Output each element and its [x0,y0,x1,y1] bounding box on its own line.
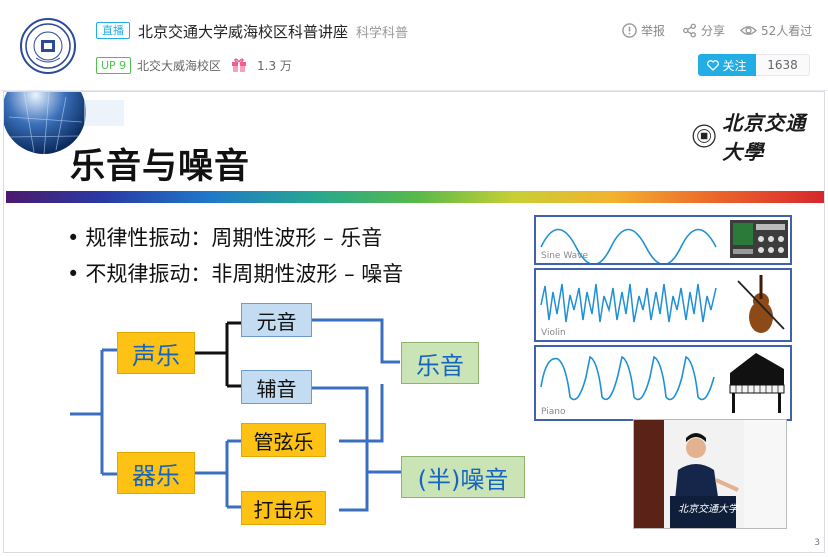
share-button[interactable]: 分享 [682,22,725,39]
violin-icon [737,275,785,333]
live-badge: 直播 [96,22,130,39]
room-title: 北京交通大学威海校区科普讲座 [138,23,349,41]
box-instrumental: 器乐 [117,452,195,494]
streamer-name-link[interactable]: 北交大威海校区 [137,59,222,73]
violin-label: Violin [541,328,566,338]
classification-diagram-lines [70,318,401,512]
violin-wave-graph [540,283,717,323]
warning-icon [622,23,637,38]
follower-count: 1638 [756,54,810,76]
streamer-avatar[interactable] [20,18,76,74]
piano-icon [729,353,785,413]
box-musical-tone: 乐音 [401,342,479,384]
piano-label: Piano [541,407,566,417]
sine-wave-label: Sine Wave [541,251,589,261]
university-logo: 北京交通大學 [692,107,824,165]
podium-text: 北京交通大学 [678,504,738,515]
share-icon [683,23,696,38]
slide-page-number: 3 [814,538,820,548]
piano-wave-panel: Piano [534,345,792,421]
viewers-count: 52人看过 [740,22,812,39]
piano-wave-graph [540,355,715,401]
live-video-player[interactable]: 乐音与噪音 北京交通大學 规律性振动：周期性波形 – 乐音 不规律振动：非周期性… [3,91,825,553]
bullet-periodic: 规律性振动：周期性波形 – 乐音 [67,222,382,252]
box-vocal: 声乐 [117,332,195,374]
heart-icon [707,59,720,71]
share-label: 分享 [701,24,726,38]
bullet-nonperiodic: 不规律振动：非周期性波形 – 噪音 [67,258,403,288]
slide-title: 乐音与噪音 [70,147,251,187]
up-level-badge: UP 9 [96,57,132,74]
sine-wave-panel: Sine Wave [534,215,792,265]
box-percussion: 打击乐 [241,491,326,525]
follow-group: 关注 1638 [698,54,810,76]
report-label: 举报 [641,24,666,38]
university-name: 北京交通大學 [722,111,807,164]
gift-count: 1.3 万 [257,59,292,73]
report-button[interactable]: 举报 [622,22,665,39]
eye-icon [740,26,757,35]
room-category-link[interactable]: 科学科普 [356,26,409,41]
university-seal-icon [692,124,716,148]
box-consonant: 辅音 [241,370,312,404]
gift-icon [232,58,246,72]
box-vowel: 元音 [241,303,312,337]
equalizer-icon [730,220,788,258]
corner-decoration [4,92,124,155]
room-header: 直播 北京交通大学威海校区科普讲座 科学科普 UP 9 北交大威海校区 1.3 … [0,0,828,91]
rainbow-divider [6,191,824,203]
violin-wave-panel: Violin [534,268,792,342]
sine-wave-graph [540,228,717,263]
follow-button[interactable]: 关注 [698,54,756,76]
box-strings: 管弦乐 [241,423,326,457]
box-noise: (半)噪音 [401,456,525,498]
presenter-video [634,420,786,528]
follow-label: 关注 [722,58,747,73]
viewers-label: 52人看过 [761,24,813,38]
university-seal-icon [25,23,71,69]
presenter-camera-inset: 北京交通大学 [633,419,787,529]
